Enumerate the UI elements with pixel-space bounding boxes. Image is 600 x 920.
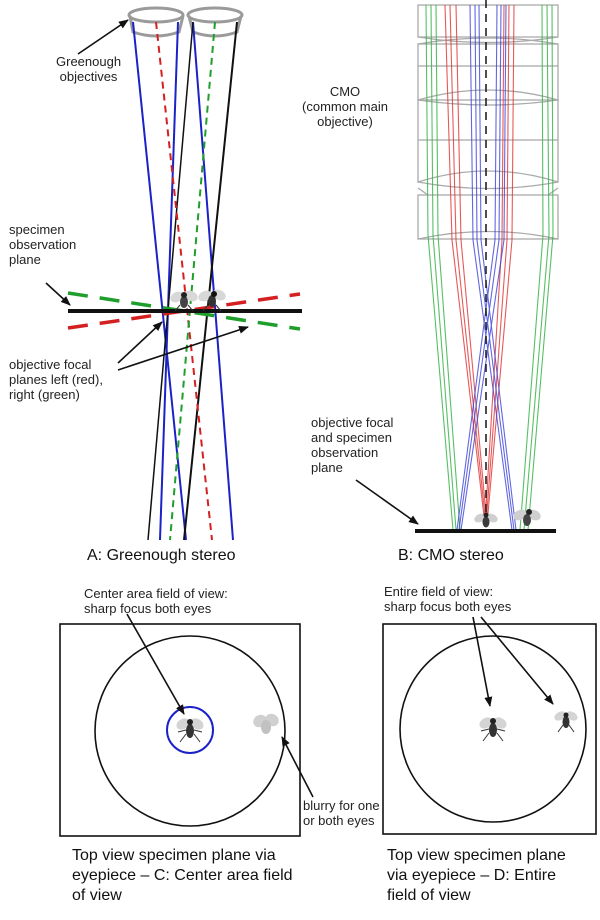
center-field-caption: Top view specimen plane via eyepiece – C… — [72, 847, 293, 904]
left-focal-plane-red — [67, 292, 301, 330]
cmo-caption: B: CMO stereo — [398, 547, 504, 564]
cmo-green-rays — [425, 4, 554, 531]
center-field-annotation: Center area field of view: sharp focus b… — [84, 586, 228, 616]
focal-arrow-left — [117, 321, 163, 364]
greenough-objectives-label: Greenough objectives — [56, 54, 122, 84]
greenough-black-ray-2 — [147, 21, 194, 541]
objectives-arrow — [77, 19, 129, 55]
cmo-lens-stack — [417, 4, 559, 240]
eyepiece-frame — [382, 623, 597, 835]
greenough-blue-ray-1 — [132, 21, 187, 541]
greenough-blue-ray-2 — [159, 21, 179, 541]
cmo-red-rays — [444, 4, 515, 526]
entire-field-panel — [382, 616, 597, 835]
center-field-panel — [59, 613, 314, 837]
center-focus-circle — [166, 706, 214, 754]
blurry-annotation-arrow — [281, 736, 314, 798]
greenough-green-dash — [169, 21, 216, 541]
cmo-panel — [355, 0, 559, 533]
fly-icon — [170, 290, 198, 312]
greenough-black-ray-1 — [183, 21, 238, 541]
focal-arrow-right — [117, 326, 249, 371]
fly-icon — [479, 717, 507, 742]
fly-icon — [554, 711, 578, 733]
field-of-view-circle — [94, 635, 286, 827]
greenough-panel — [45, 6, 302, 541]
plane-arrow — [45, 282, 71, 306]
cmo-blue-rays — [456, 4, 517, 531]
fly-icon — [474, 512, 498, 528]
fly-icon — [198, 289, 226, 312]
greenough-caption: A: Greenough stereo — [87, 547, 236, 564]
specimen-plane-label: specimen observation plane — [9, 222, 77, 267]
field-of-view-circle — [399, 635, 587, 823]
greenough-red-dash — [155, 21, 213, 541]
greenough-objectives — [127, 6, 244, 38]
fly-icon — [513, 509, 541, 526]
cmo-label: CMO (common main objective) — [302, 84, 388, 129]
fly-icon — [176, 718, 204, 743]
cmo-plane-arrow — [355, 479, 419, 525]
right-focal-plane-green — [67, 291, 301, 331]
blurry-annotation: blurry for one or both eyes — [303, 798, 380, 828]
entire-field-annotation: Entire field of view: sharp focus both e… — [384, 584, 512, 614]
center-annotation-arrow — [126, 613, 185, 715]
blurry-fly-icon — [253, 713, 279, 734]
entire-annotation-arrow-1 — [472, 616, 493, 707]
entire-annotation-arrow-2 — [480, 616, 554, 705]
entire-field-caption: Top view specimen plane via eyepiece – D… — [387, 847, 566, 904]
eyepiece-frame — [59, 623, 301, 837]
focal-planes-label: objective focal planes left (red), right… — [9, 357, 103, 402]
cmo-plane-label: objective focal and specimen observation… — [311, 415, 394, 475]
greenough-blue-ray-3 — [192, 21, 234, 541]
